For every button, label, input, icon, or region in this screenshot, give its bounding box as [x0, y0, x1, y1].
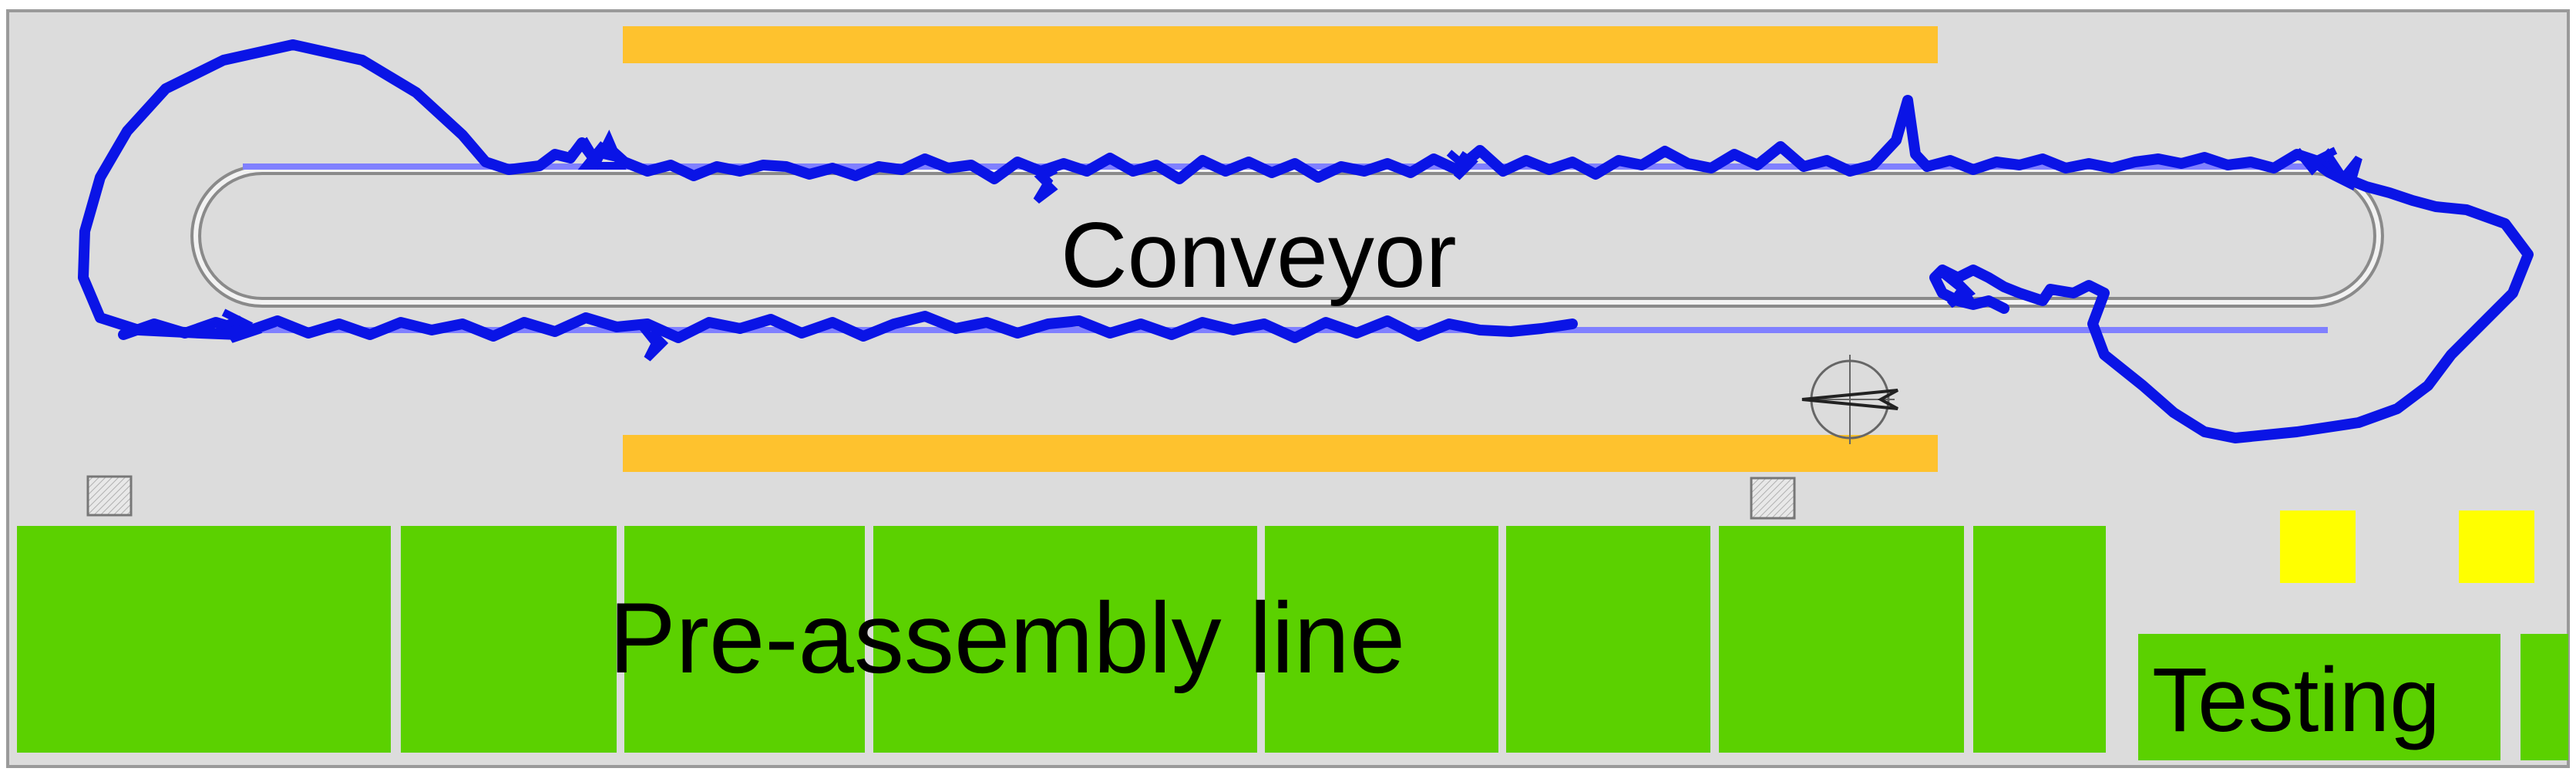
testing-cell [2138, 634, 2500, 760]
yellow-marker [2280, 510, 2356, 583]
line-cell [1973, 526, 2106, 753]
station-marker-icon [86, 475, 133, 517]
conveyor-label: Conveyor [1061, 204, 1457, 307]
preassembly-line [17, 526, 2106, 753]
line-cell [873, 526, 1257, 753]
compass-icon [1801, 355, 1898, 444]
line-cell [17, 526, 391, 753]
line-cell [624, 526, 865, 753]
line-cell [1265, 526, 1498, 753]
testing-label: Testing [2152, 649, 2440, 751]
trajectory-dense-regions [214, 130, 2362, 362]
preassembly-label: Pre-assembly line [609, 581, 1405, 694]
line-cell [1506, 526, 1710, 753]
yellow-marker [2459, 510, 2534, 583]
line-cell [1719, 526, 1964, 753]
line-cell [401, 526, 617, 753]
station-marker-icon [1750, 477, 1796, 520]
testing-cell-edge [2521, 634, 2568, 760]
conveyor-bar-bottom [623, 435, 1938, 472]
robot-trajectory [78, 39, 2534, 443]
conveyor-bar-top [623, 26, 1938, 63]
